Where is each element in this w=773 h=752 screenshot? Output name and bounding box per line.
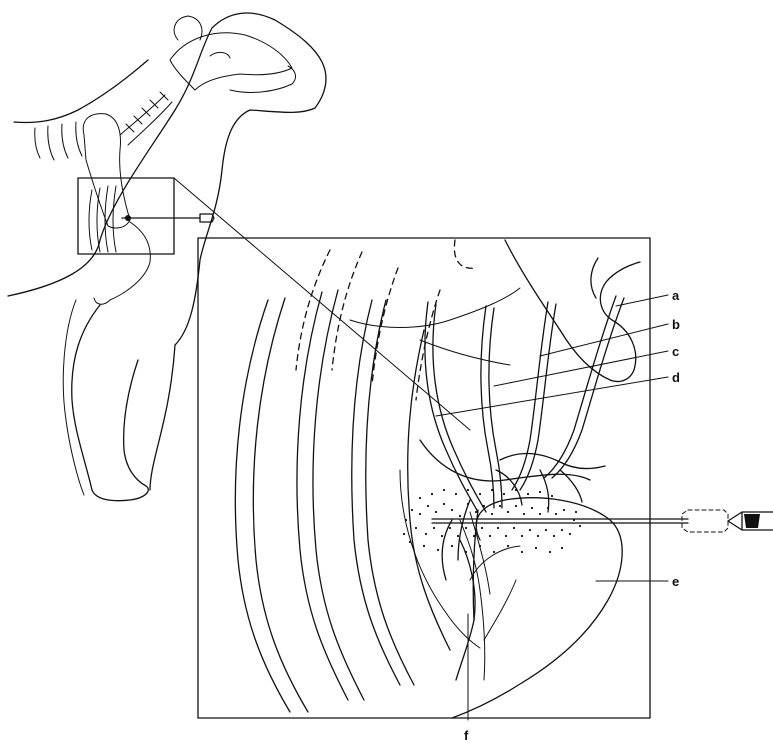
label-b: b — [672, 317, 680, 332]
leader-a — [616, 295, 668, 306]
overview-needle — [122, 214, 214, 222]
brachial-plexus — [425, 296, 624, 680]
enlarged-frame — [198, 238, 650, 718]
anesthetic-infiltration — [403, 489, 581, 553]
dog-cervical-spine — [120, 92, 172, 145]
syringe-hub-dashed — [682, 510, 728, 532]
dog-belly — [150, 345, 175, 490]
nerve-root-1 — [425, 302, 486, 512]
dog-ribs-overview — [35, 122, 82, 160]
dog-jaw — [230, 66, 295, 92]
rib-2 — [297, 290, 364, 700]
label-e: e — [672, 574, 679, 589]
overview-injection-dot — [125, 215, 131, 221]
label-d: d — [672, 370, 680, 385]
leader-lines — [436, 295, 668, 720]
dog-overview — [8, 13, 326, 501]
humeral-head-inner — [470, 546, 520, 640]
needle-syringe — [432, 510, 773, 532]
nerve-root-3 — [512, 302, 556, 490]
dog-skull — [170, 33, 292, 90]
label-a: a — [672, 288, 680, 303]
leader-d — [436, 377, 668, 416]
dog-foreleg — [72, 305, 149, 501]
rib-3 — [352, 300, 414, 685]
leader-c — [494, 351, 668, 386]
enlarged-panel — [198, 238, 773, 720]
humeral-head — [452, 498, 622, 718]
dashed-rib-contours — [296, 240, 475, 400]
label-f: f — [464, 728, 469, 743]
dog-back — [14, 60, 148, 123]
syringe-fill — [744, 514, 760, 528]
nerve-bundle-f — [456, 540, 475, 680]
connector-line — [174, 178, 470, 430]
dog-ear — [174, 16, 202, 40]
dog-outline — [8, 13, 326, 345]
label-c: c — [672, 344, 679, 359]
dog-scapula — [83, 114, 130, 228]
overview-ribs-in-box — [89, 186, 116, 252]
ribs — [235, 290, 450, 712]
dog-foreleg-back — [63, 300, 84, 495]
dog-eye — [210, 52, 230, 58]
